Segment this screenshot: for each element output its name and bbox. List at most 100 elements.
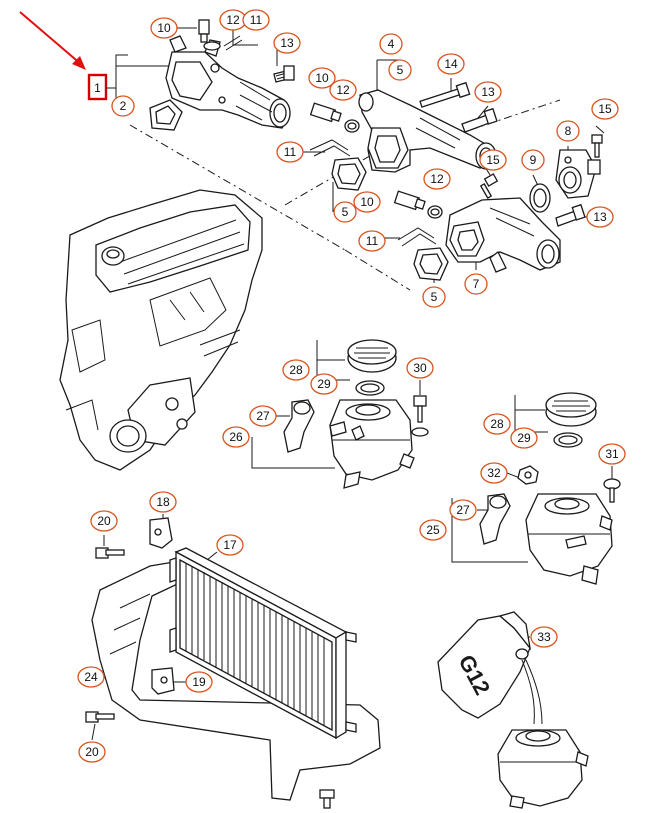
- callout-bubbles: 10 12 11 13 2 4 5 14 13 10 12 15 8 11 15…: [77, 9, 626, 763]
- bracket-18: [149, 517, 173, 549]
- callout-9[interactable]: 9: [521, 149, 545, 171]
- svg-text:8: 8: [565, 124, 572, 138]
- clip-11b: [309, 139, 351, 157]
- svg-text:13: 13: [593, 210, 607, 224]
- drain-plug: [319, 789, 335, 809]
- svg-text:2: 2: [120, 99, 127, 113]
- callout-5[interactable]: 5: [333, 201, 357, 223]
- bolt-30: [411, 395, 429, 437]
- hose-27a: [283, 399, 315, 453]
- callout-28[interactable]: 28: [282, 359, 310, 381]
- callout-25[interactable]: 25: [419, 519, 447, 541]
- callout-11[interactable]: 11: [276, 141, 304, 163]
- hose-27b: [479, 493, 511, 545]
- callout-33[interactable]: 33: [530, 626, 558, 648]
- svg-text:31: 31: [605, 447, 619, 461]
- radiator-frame-24: [91, 559, 381, 801]
- callout-12[interactable]: 12: [329, 79, 357, 101]
- svg-text:15: 15: [598, 102, 612, 116]
- callout-19[interactable]: 19: [185, 671, 213, 693]
- cap-28a: [347, 339, 397, 373]
- gasket-5c: [413, 247, 449, 281]
- svg-text:17: 17: [223, 538, 237, 552]
- bracket-19: [151, 667, 175, 695]
- callout-12[interactable]: 12: [219, 9, 247, 31]
- svg-text:11: 11: [366, 234, 379, 248]
- callout-10[interactable]: 10: [150, 17, 178, 39]
- gasket-2: [149, 99, 183, 131]
- o-ring-12b: [344, 119, 360, 133]
- callout-11[interactable]: 11: [242, 9, 270, 31]
- nut-32: [517, 465, 539, 485]
- callout-29[interactable]: 29: [310, 373, 338, 395]
- seal-29a: [355, 380, 385, 396]
- bolt-20a: [95, 547, 125, 559]
- callout-13[interactable]: 13: [586, 206, 614, 228]
- callout-28[interactable]: 28: [483, 413, 511, 435]
- callout-4[interactable]: 4: [379, 33, 403, 55]
- callout-2[interactable]: 2: [111, 95, 135, 117]
- callout-10[interactable]: 10: [308, 67, 336, 89]
- callout-18[interactable]: 18: [149, 491, 177, 513]
- callout-29[interactable]: 29: [510, 427, 538, 449]
- svg-text:12: 12: [336, 83, 350, 97]
- bolt-15a: [591, 134, 603, 158]
- temp-sender-a: [198, 19, 221, 51]
- callout-13[interactable]: 13: [273, 32, 301, 54]
- bolt-13a: [273, 65, 295, 83]
- callout-12[interactable]: 12: [423, 168, 451, 190]
- callout-31[interactable]: 31: [598, 443, 626, 465]
- svg-text:9: 9: [530, 153, 537, 167]
- callout-15[interactable]: 15: [479, 149, 507, 171]
- connection-flange-4: [358, 89, 497, 173]
- callout-8[interactable]: 8: [556, 120, 580, 142]
- svg-text:28: 28: [289, 363, 303, 377]
- svg-text:13: 13: [280, 36, 294, 50]
- svg-text:5: 5: [397, 63, 404, 77]
- coolant-stream: [521, 659, 543, 725]
- expansion-tank-a: [329, 399, 415, 489]
- svg-text:11: 11: [284, 145, 297, 159]
- svg-text:12: 12: [226, 13, 240, 27]
- radiator-fins: [185, 563, 325, 726]
- callout-5[interactable]: 5: [422, 286, 446, 308]
- callout-13[interactable]: 13: [474, 81, 502, 103]
- coolant-flange-housing: [165, 35, 291, 129]
- temp-sender-c: [393, 190, 426, 211]
- clip-11c: [397, 227, 437, 247]
- callout-17[interactable]: 17: [216, 534, 244, 556]
- svg-text:4: 4: [388, 37, 395, 51]
- callout-7[interactable]: 7: [464, 273, 488, 295]
- callout-30[interactable]: 30: [406, 357, 434, 379]
- callout-20[interactable]: 20: [90, 510, 118, 532]
- svg-text:25: 25: [426, 523, 440, 537]
- callout-10[interactable]: 10: [353, 191, 381, 213]
- svg-text:5: 5: [431, 290, 438, 304]
- svg-text:7: 7: [473, 277, 480, 291]
- callout-15[interactable]: 15: [591, 98, 619, 120]
- svg-text:20: 20: [97, 514, 111, 528]
- svg-text:10: 10: [157, 21, 171, 35]
- bolt-13c: [555, 203, 586, 227]
- callout-14[interactable]: 14: [437, 53, 465, 75]
- temp-sender-b: [309, 102, 342, 123]
- callout-5[interactable]: 5: [388, 59, 412, 81]
- svg-text:28: 28: [490, 417, 504, 431]
- coolant-bottle-33: G12: [437, 611, 532, 719]
- svg-text:29: 29: [317, 377, 331, 391]
- seal-29b: [553, 432, 583, 448]
- highlight-label-box[interactable]: 1: [87, 73, 108, 101]
- svg-text:12: 12: [430, 172, 444, 186]
- callout-27[interactable]: 27: [449, 499, 477, 521]
- svg-text:27: 27: [456, 503, 470, 517]
- callout-20[interactable]: 20: [78, 741, 106, 763]
- svg-text:10: 10: [360, 195, 374, 209]
- callout-27[interactable]: 27: [249, 405, 277, 427]
- expansion-tank-b: [525, 493, 613, 585]
- highlight-label: 1: [94, 81, 101, 95]
- svg-text:26: 26: [229, 430, 243, 444]
- callout-11[interactable]: 11: [358, 230, 386, 252]
- callout-32[interactable]: 32: [480, 462, 508, 484]
- callout-26[interactable]: 26: [222, 426, 250, 448]
- callout-24[interactable]: 24: [77, 666, 105, 688]
